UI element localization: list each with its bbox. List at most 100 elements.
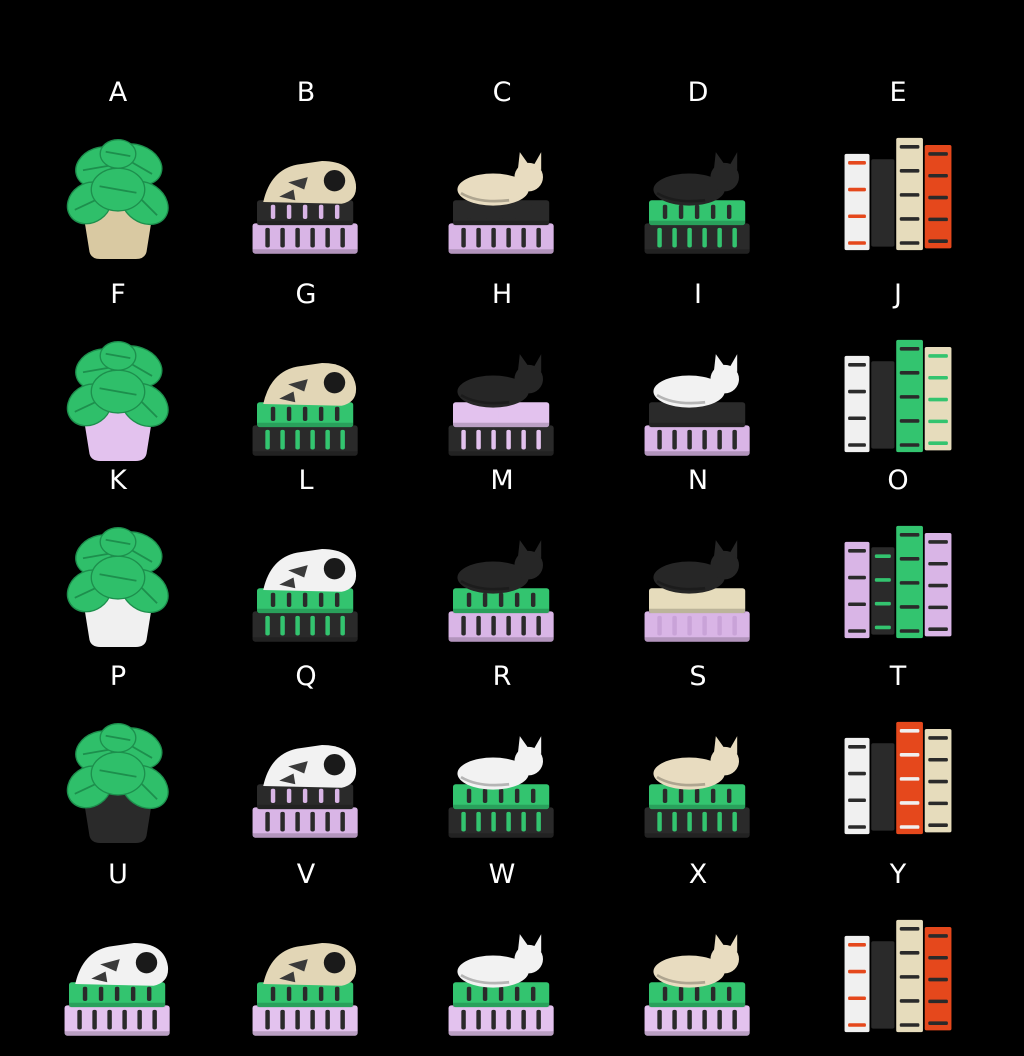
option-label: I: [694, 279, 702, 310]
option-label: X: [688, 859, 708, 890]
bird-skull: [263, 363, 357, 406]
option-label: R: [492, 661, 512, 692]
option-l: L: [208, 466, 404, 662]
charm-cat: [448, 736, 554, 838]
upright-books: [844, 721, 952, 835]
charm-skull: [252, 161, 358, 254]
sleeping-cat: [457, 736, 543, 790]
sleeping-cat: [653, 540, 739, 594]
upright-books: [844, 339, 952, 453]
option-label: J: [894, 279, 902, 310]
charm-skull: [252, 943, 358, 1036]
option-label: Y: [889, 859, 907, 890]
sleeping-cat: [653, 354, 739, 408]
option-label: A: [108, 77, 128, 108]
charm-cat: [448, 934, 554, 1036]
book-stack: [644, 588, 750, 642]
charm-cat: [644, 354, 750, 456]
book-stack: [448, 200, 554, 254]
book-stack: [644, 784, 750, 838]
upright-books: [844, 137, 952, 251]
book-stack: [252, 200, 358, 254]
charm-books: [844, 721, 952, 835]
bird-skull: [263, 161, 357, 204]
charm-cat: [644, 152, 750, 254]
charm-cat: [448, 152, 554, 254]
charm-books: [844, 525, 952, 639]
option-label: L: [298, 465, 314, 496]
option-d: D: [600, 78, 796, 274]
sleeping-cat: [457, 934, 543, 988]
option-label: W: [488, 859, 516, 890]
bird-skull: [263, 549, 357, 592]
option-label: O: [887, 465, 909, 496]
option-label: V: [296, 859, 316, 890]
sleeping-cat: [653, 152, 739, 206]
sleeping-cat: [457, 540, 543, 594]
charm-books: [844, 339, 952, 453]
monstera-leaves: [66, 526, 169, 614]
option-i: I: [600, 280, 796, 476]
option-t: T: [800, 662, 996, 858]
option-label: F: [110, 279, 126, 310]
charm-skull: [64, 943, 170, 1036]
book-stack: [252, 982, 358, 1036]
option-label: T: [889, 661, 907, 692]
charm-skull: [252, 363, 358, 456]
option-j: J: [800, 280, 996, 476]
option-label: S: [689, 661, 707, 692]
book-stack: [252, 588, 358, 642]
sleeping-cat: [457, 152, 543, 206]
book-stack: [448, 982, 554, 1036]
book-stack: [644, 402, 750, 456]
option-x: X: [600, 860, 796, 1056]
option-label: D: [687, 77, 709, 108]
option-label: M: [490, 465, 514, 496]
sleeping-cat: [653, 736, 739, 790]
option-s: S: [600, 662, 796, 858]
option-q: Q: [208, 662, 404, 858]
option-p: P: [20, 662, 216, 858]
monstera-leaves: [66, 138, 169, 226]
charm-cat: [448, 354, 554, 456]
option-label: K: [109, 465, 127, 496]
option-label: N: [687, 465, 709, 496]
bird-skull: [263, 943, 357, 986]
charm-cat: [644, 540, 750, 642]
option-label: Q: [295, 661, 317, 692]
book-stack: [448, 402, 554, 456]
option-label: H: [491, 279, 513, 310]
option-c: C: [404, 78, 600, 274]
option-f: F: [20, 280, 216, 476]
monstera-leaves: [66, 722, 169, 810]
bird-skull: [75, 943, 169, 986]
option-w: W: [404, 860, 600, 1056]
option-label: B: [296, 77, 316, 108]
upright-books: [844, 919, 952, 1033]
book-stack: [64, 982, 170, 1036]
option-label: E: [889, 77, 907, 108]
charm-cat: [644, 736, 750, 838]
book-stack: [644, 982, 750, 1036]
book-stack: [644, 200, 750, 254]
option-v: V: [208, 860, 404, 1056]
book-stack: [252, 402, 358, 456]
bird-skull: [263, 745, 357, 788]
charm-plant: [66, 722, 169, 844]
option-g: G: [208, 280, 404, 476]
book-stack: [448, 588, 554, 642]
option-label: G: [295, 279, 317, 310]
option-r: R: [404, 662, 600, 858]
option-o: O: [800, 466, 996, 662]
charm-skull: [252, 745, 358, 838]
option-u: U: [20, 860, 216, 1056]
charm-plant: [66, 340, 169, 462]
charm-plant: [66, 138, 169, 260]
option-b: B: [208, 78, 404, 274]
charm-skull: [252, 549, 358, 642]
option-k: K: [20, 466, 216, 662]
upright-books: [844, 525, 952, 639]
option-a: A: [20, 78, 216, 274]
option-y: Y: [800, 860, 996, 1056]
